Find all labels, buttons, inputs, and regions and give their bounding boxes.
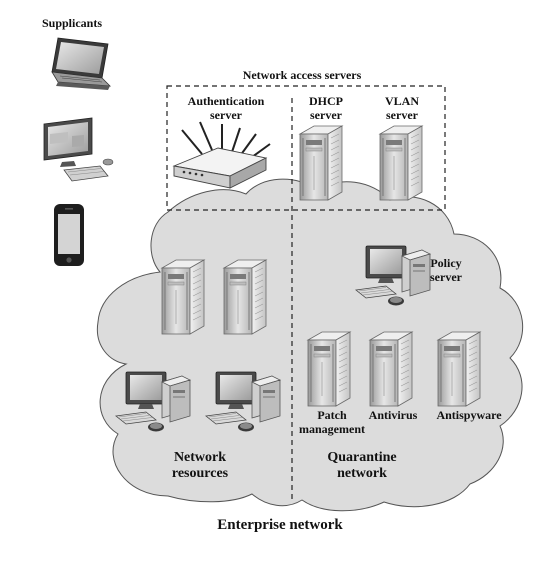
- desktop-computer-icon: [43, 117, 114, 182]
- patch-management-server-icon: [307, 331, 351, 407]
- network-resource-server-icon: [161, 259, 205, 335]
- dhcp-server-label: DHCP server: [309, 94, 343, 122]
- vlan-server-icon: [379, 125, 423, 201]
- policy-server-label: Policy server: [430, 256, 462, 284]
- antivirus-server-icon: [369, 331, 413, 407]
- network-resources-label: Network resources: [171, 450, 229, 481]
- laptop-icon: [51, 37, 112, 90]
- patch-management-label: Patch management: [299, 408, 365, 436]
- quarantine-network-label: Quarantine network: [327, 450, 397, 481]
- authentication-server-label: Authentication server: [187, 94, 265, 122]
- network-access-servers-box: [166, 85, 446, 211]
- vlan-server-label: VLAN server: [384, 94, 419, 122]
- network-resource-server-icon: [223, 259, 267, 335]
- enterprise-network-label: Enterprise network: [217, 517, 343, 533]
- network-access-servers-label: Network access servers: [242, 68, 362, 82]
- antispyware-label: Antispyware: [436, 408, 502, 422]
- wireless-router-icon: [172, 121, 271, 189]
- supplicants-label: Supplicants: [41, 16, 103, 30]
- smartphone-icon: [54, 204, 84, 266]
- antispyware-server-icon: [437, 331, 481, 407]
- antivirus-label: Antivirus: [368, 408, 418, 422]
- dhcp-server-icon: [299, 125, 343, 201]
